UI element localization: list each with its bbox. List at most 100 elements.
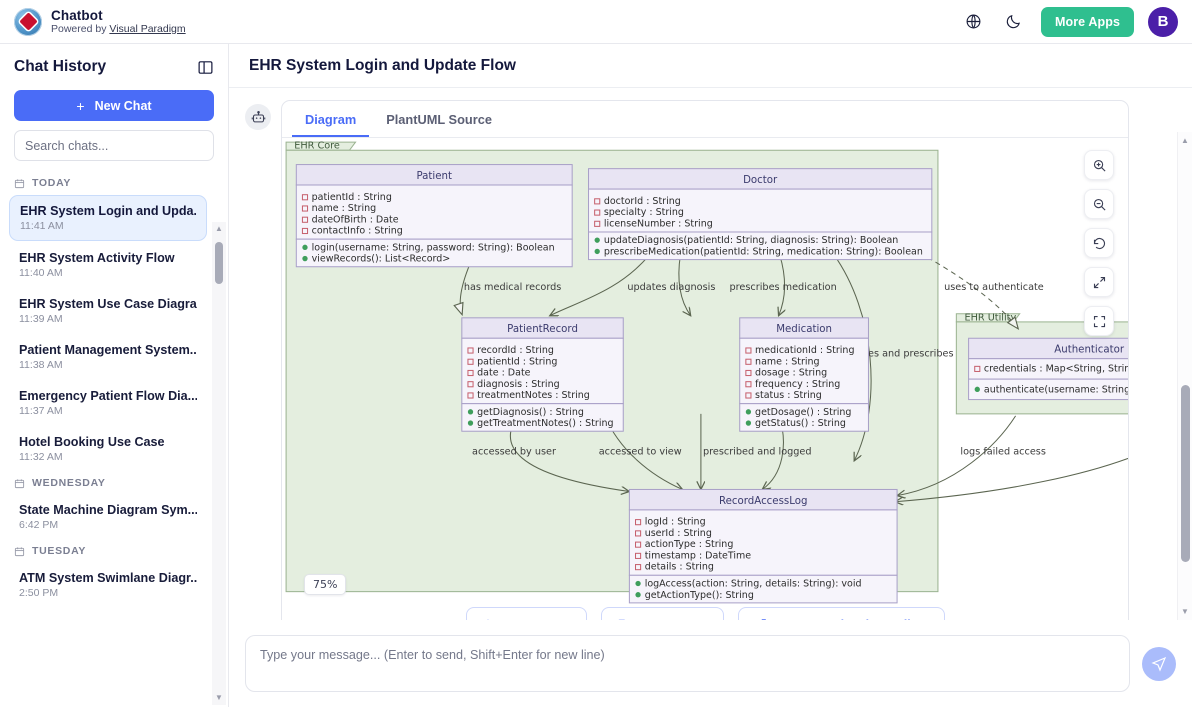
copy-icon xyxy=(618,619,625,620)
class-recordaccesslog[interactable]: RecordAccessLog logId : String userId : … xyxy=(628,488,898,604)
edge-label-uses-to-authenticate: uses to authenticate xyxy=(944,282,1044,293)
class-patientrecord[interactable]: PatientRecord recordId : String patientI… xyxy=(461,317,624,432)
svg-text:medicationId : String: medicationId : String xyxy=(755,345,854,356)
svg-text:getDiagnosis() : String: getDiagnosis() : String xyxy=(477,407,584,418)
svg-text:timestamp : DateTime: timestamp : DateTime xyxy=(645,550,752,561)
powered-by-prefix: Powered by xyxy=(51,22,110,35)
search-input[interactable] xyxy=(14,130,214,161)
new-chat-label: New Chat xyxy=(94,98,152,113)
edge-label-has-medical-records: has medical records xyxy=(464,282,561,293)
diagram-card: Diagram PlantUML Source xyxy=(281,100,1129,620)
page-title: EHR System Login and Update Flow xyxy=(249,56,516,74)
svg-text:dosage : String: dosage : String xyxy=(755,368,827,379)
more-apps-button[interactable]: More Apps xyxy=(1040,6,1134,37)
scroll-down-arrow-icon[interactable]: ▼ xyxy=(215,693,223,702)
sidebar: Chat History + New Chat TODAY xyxy=(0,44,229,707)
robot-icon xyxy=(245,104,271,130)
moon-icon[interactable] xyxy=(1001,9,1027,35)
copy-image-button[interactable]: Copy Image xyxy=(600,607,724,620)
import-to-visual-paradigm-button[interactable]: Import to Visual Paradigm xyxy=(737,607,945,620)
chat-item-name: EHR System Activity Flow xyxy=(19,251,175,265)
edge-label-updates-diagnosis: updates diagnosis xyxy=(627,282,715,293)
svg-text:date : Date: date : Date xyxy=(477,368,531,379)
chat-item-ehr-login-update[interactable]: EHR System Login and Upda... 11:41 AM xyxy=(9,195,207,241)
fullscreen-icon[interactable] xyxy=(1084,306,1114,336)
class-authenticator[interactable]: Authenticator credentials : Map<String, … xyxy=(968,337,1128,401)
group-title: TUESDAY xyxy=(32,545,87,557)
chat-item-atm-swimlane[interactable]: ATM System Swimlane Diagr... 2:50 PM xyxy=(9,563,207,607)
search-container xyxy=(14,130,214,161)
card-tabs: Diagram PlantUML Source xyxy=(282,101,1128,138)
svg-text:details : String: details : String xyxy=(645,562,714,573)
edge-label-logs-failed-access: logs failed access xyxy=(960,447,1045,458)
main-scroll-up-arrow-icon[interactable]: ▲ xyxy=(1181,136,1189,145)
chat-item-time: 2:50 PM xyxy=(19,587,59,599)
globe-icon[interactable] xyxy=(961,9,987,35)
chat-item-patient-management[interactable]: Patient Management System... 11:38 AM xyxy=(9,335,207,379)
visual-paradigm-link[interactable]: Visual Paradigm xyxy=(109,22,186,35)
group-title: TODAY xyxy=(32,177,72,189)
class-attributes: doctorId : String specialty : String lic… xyxy=(594,196,713,229)
main-scrollbar[interactable]: ▲ ▼ xyxy=(1177,132,1192,620)
send-button[interactable] xyxy=(1142,646,1176,681)
svg-text:treatmentNotes : String: treatmentNotes : String xyxy=(477,390,590,401)
main-scroll-track[interactable] xyxy=(1178,149,1192,603)
top-bar: Chatbot Powered by Visual Paradigm More … xyxy=(0,0,1192,44)
class-methods: updateDiagnosis(patientId: String, diagn… xyxy=(594,235,923,257)
svg-text:name : String: name : String xyxy=(755,356,820,367)
diagram-canvas[interactable]: EHR Core EHR Utility xyxy=(282,138,1128,609)
visual-paradigm-logo-icon xyxy=(14,7,42,36)
powered-by-text: Powered by Visual Paradigm xyxy=(51,22,186,36)
composer xyxy=(229,620,1192,707)
zoom-out-icon[interactable] xyxy=(1084,189,1114,219)
svg-text:getDosage() : String: getDosage() : String xyxy=(755,407,851,418)
package-label-ehr-utility: EHR Utility xyxy=(965,312,1017,323)
main-scroll-down-arrow-icon[interactable]: ▼ xyxy=(1181,607,1189,616)
class-attributes: medicationId : String name : String dosa… xyxy=(745,345,854,401)
zoom-toolbar xyxy=(1084,150,1114,336)
chat-item-name: EHR System Login and Upda... xyxy=(20,204,196,218)
brand: Chatbot Powered by Visual Paradigm xyxy=(14,7,186,36)
export-svg-button[interactable]: Export SVG xyxy=(465,607,587,620)
expand-arrows-icon[interactable] xyxy=(1084,267,1114,297)
sidebar-scrollbar[interactable]: ▲ ▼ xyxy=(212,222,226,705)
svg-text:userId : String: userId : String xyxy=(645,528,712,539)
chat-item-state-machine[interactable]: State Machine Diagram Sym... 6:42 PM xyxy=(9,495,207,539)
class-medication[interactable]: Medication medicationId : String name : … xyxy=(739,317,869,432)
copy-image-label: Copy Image xyxy=(638,618,709,620)
svg-text:getStatus() : String: getStatus() : String xyxy=(755,418,846,429)
chat-item-ehr-activity-flow[interactable]: EHR System Activity Flow 11:40 AM xyxy=(9,243,207,287)
edge-label-prescribed-and-logged: prescribed and logged xyxy=(703,447,812,458)
chat-item-emergency-patient-flow[interactable]: Emergency Patient Flow Dia... 11:37 AM xyxy=(9,381,207,425)
chat-item-hotel-booking[interactable]: Hotel Booking Use Case 11:32 AM xyxy=(9,427,207,471)
send-icon xyxy=(1151,656,1167,672)
svg-text:specialty : String: specialty : String xyxy=(604,207,684,218)
export-svg-label: Export SVG xyxy=(503,618,572,620)
main-scroll-thumb[interactable] xyxy=(1181,385,1190,562)
sidebar-scroll-track[interactable] xyxy=(212,236,226,691)
class-doctor[interactable]: Doctor doctorId : String specialty : Str… xyxy=(588,168,933,261)
class-attributes: logId : String userId : String actionTyp… xyxy=(635,517,752,573)
chat-item-ehr-use-case[interactable]: EHR System Use Case Diagram 11:39 AM xyxy=(9,289,207,333)
scroll-up-arrow-icon[interactable]: ▲ xyxy=(215,224,223,233)
class-patient[interactable]: Patient patientId : String name : String… xyxy=(295,164,573,268)
group-label-wednesday: WEDNESDAY xyxy=(0,473,216,495)
chat-item-time: 11:37 AM xyxy=(19,405,63,417)
new-chat-button[interactable]: + New Chat xyxy=(14,90,214,121)
chat-item-time: 6:42 PM xyxy=(19,519,59,531)
user-avatar[interactable]: B xyxy=(1148,6,1178,37)
tab-diagram[interactable]: Diagram xyxy=(292,101,370,137)
svg-text:licenseNumber : String: licenseNumber : String xyxy=(604,218,713,229)
download-icon xyxy=(486,619,489,620)
zoom-in-icon[interactable] xyxy=(1084,150,1114,180)
chat-item-name: Hotel Booking Use Case xyxy=(19,435,165,449)
panel-toggle-icon[interactable] xyxy=(197,59,214,76)
class-attributes: recordId : String patientId : String dat… xyxy=(467,345,590,401)
tab-plantuml-source[interactable]: PlantUML Source xyxy=(386,112,492,127)
message-input[interactable] xyxy=(245,635,1130,692)
edge-label-prescribes-medication: prescribes medication xyxy=(730,282,837,293)
sidebar-scroll-thumb[interactable] xyxy=(215,242,223,284)
svg-text:name : String: name : String xyxy=(312,203,377,214)
reset-rotate-icon[interactable] xyxy=(1084,228,1114,258)
chat-list[interactable]: TODAY EHR System Login and Upda... 11:41… xyxy=(0,173,228,707)
